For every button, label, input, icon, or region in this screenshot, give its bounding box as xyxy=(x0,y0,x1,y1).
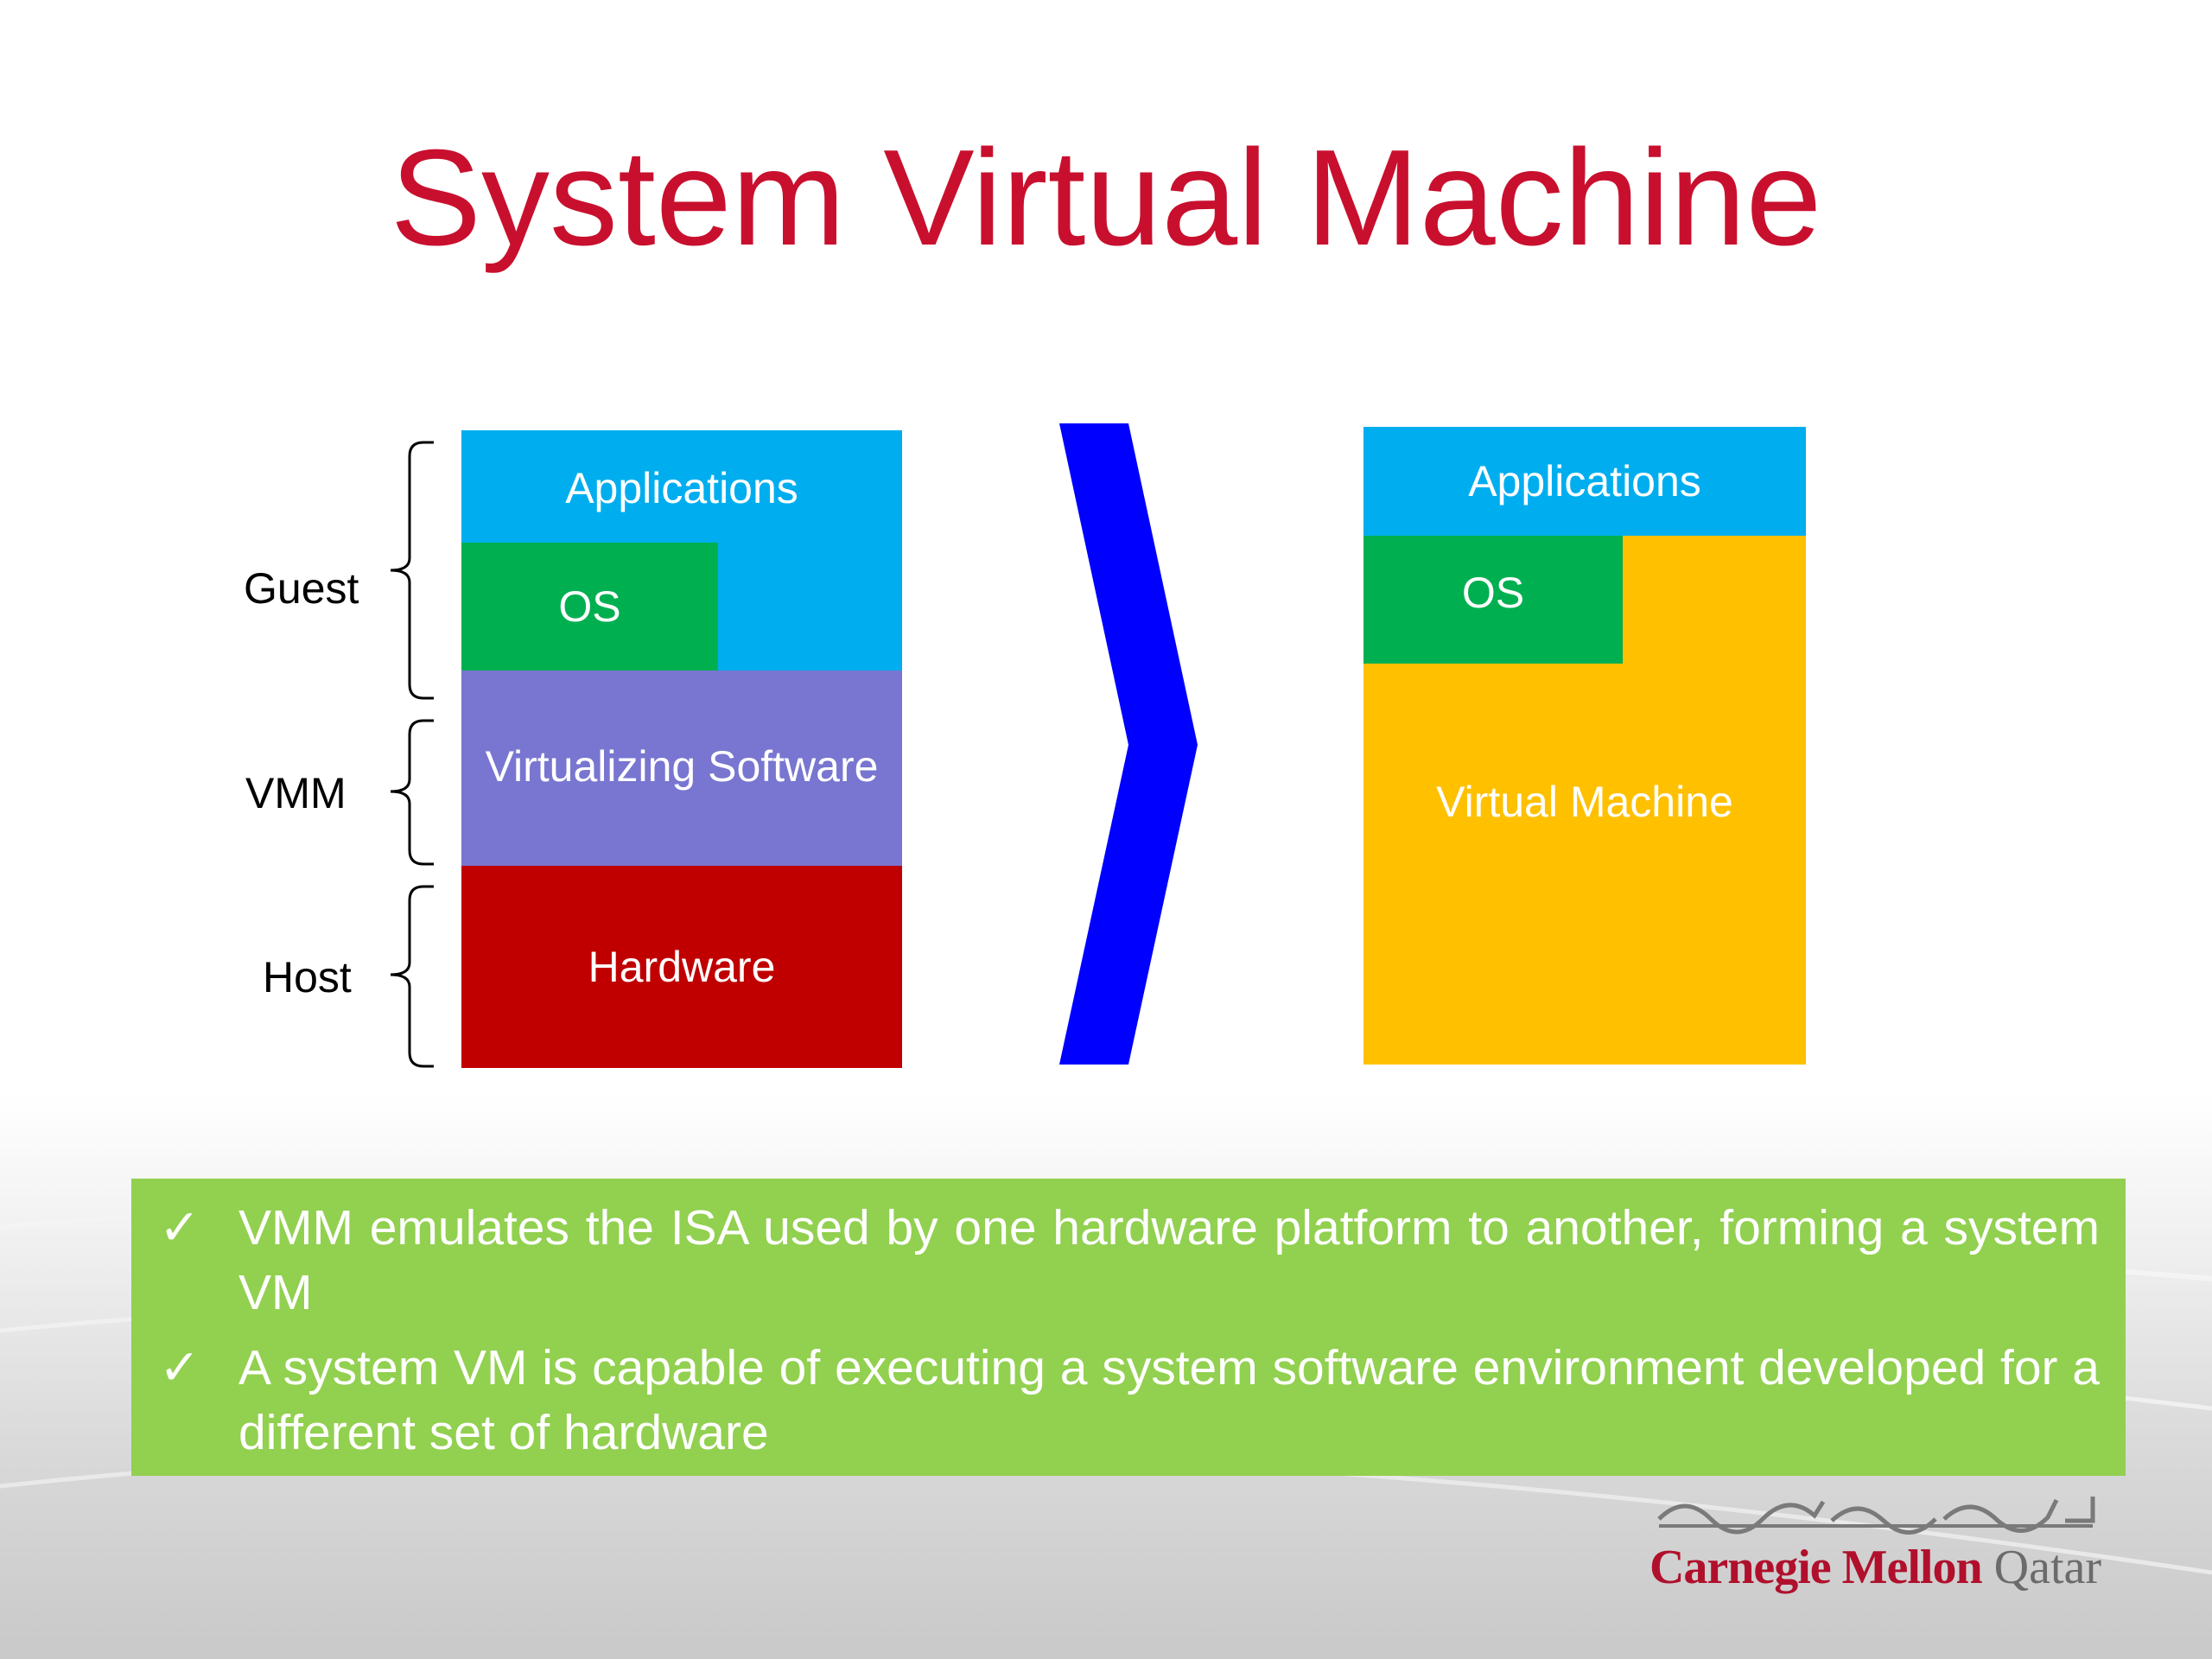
applications-label: Applications xyxy=(565,464,798,512)
chevron-arrow-icon xyxy=(1059,423,1198,1065)
os-label: OS xyxy=(558,582,621,631)
logo-name-suffix: Qatar xyxy=(1993,1541,2101,1594)
host-label: Host xyxy=(263,953,352,1001)
arabic-logotype xyxy=(1657,1497,2095,1535)
logo-wordmark: Carnegie Mellon Qatar xyxy=(1649,1540,2101,1595)
right-applications-label: Applications xyxy=(1468,457,1701,505)
guest-label: Guest xyxy=(244,564,359,613)
os-layer: OS xyxy=(461,543,718,671)
guest-brace xyxy=(390,441,434,700)
logo-name-main: Carnegie Mellon xyxy=(1649,1541,1983,1594)
checkmark-icon: ✓ xyxy=(159,1200,200,1255)
checkmark-icon: ✓ xyxy=(159,1340,200,1395)
right-os-layer: OS xyxy=(1363,536,1623,664)
host-brace xyxy=(390,885,434,1068)
virtual-machine-label: Virtual Machine xyxy=(1436,778,1733,826)
right-applications-layer: Applications xyxy=(1363,427,1806,536)
bullet-text: VMM emulates the ISA used by one hardwar… xyxy=(238,1200,2100,1320)
vmm-brace xyxy=(390,719,434,866)
bullet-item: ✓ A system VM is capable of executing a … xyxy=(156,1336,2100,1465)
hardware-label: Hardware xyxy=(588,943,776,991)
virtualizing-software-label: Virtualizing Software xyxy=(485,742,879,791)
virtualizing-software-layer: Virtualizing Software xyxy=(461,671,902,866)
vmm-label: VMM xyxy=(245,769,346,817)
slide-title: System Virtual Machine xyxy=(390,122,1822,274)
cmu-qatar-logo: Carnegie Mellon Qatar xyxy=(1624,1484,2108,1597)
right-os-label: OS xyxy=(1461,569,1525,617)
bullet-box: ✓ VMM emulates the ISA used by one hardw… xyxy=(131,1179,2126,1476)
bullet-item: ✓ VMM emulates the ISA used by one hardw… xyxy=(156,1196,2100,1325)
hardware-layer: Hardware xyxy=(461,866,902,1068)
bullet-text: A system VM is capable of executing a sy… xyxy=(238,1340,2100,1460)
